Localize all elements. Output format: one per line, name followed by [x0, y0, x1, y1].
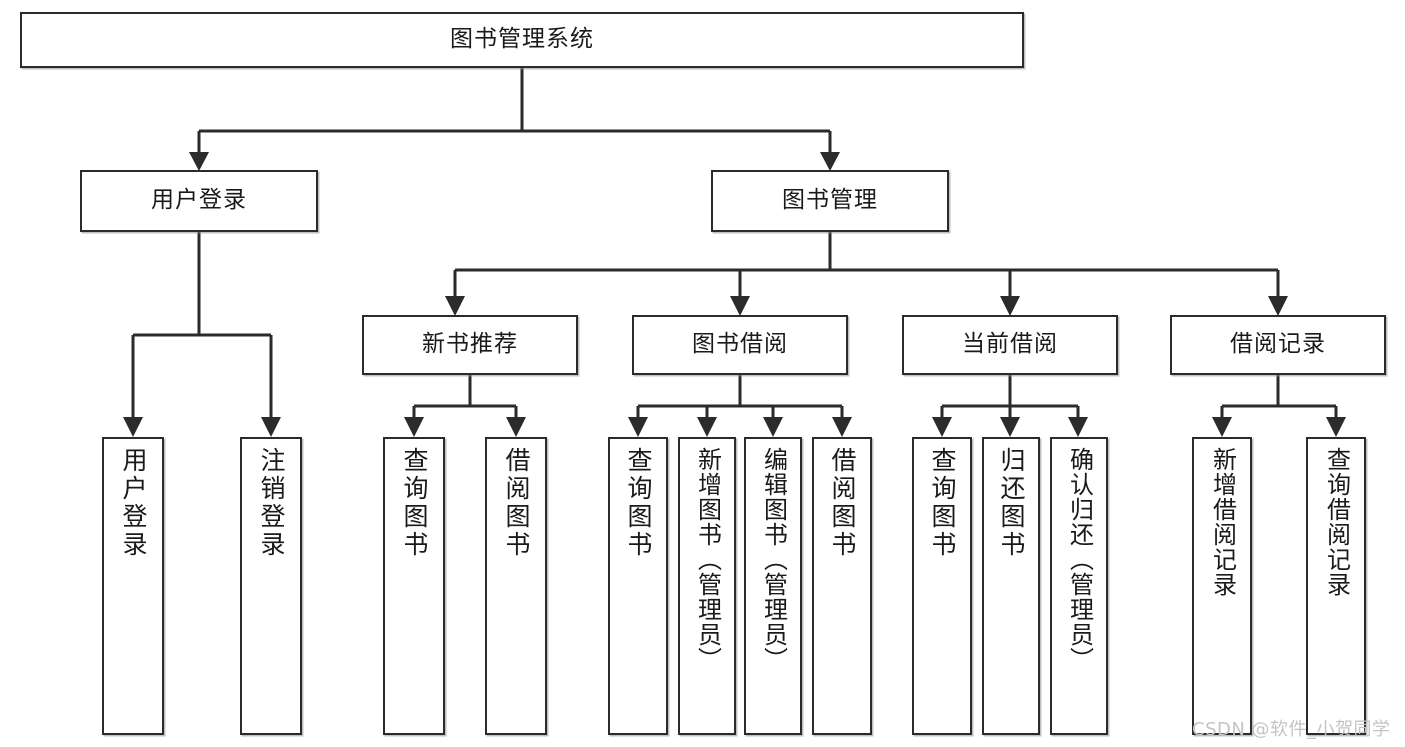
node-label: 归还图书	[997, 447, 1026, 559]
node-label: 当前借阅	[962, 331, 1058, 358]
node-label: 新增图书（管理员）	[693, 447, 722, 672]
node-label: 图书管理	[782, 187, 878, 214]
node-label: 图书管理系统	[450, 26, 594, 53]
leaf-borrow-query-book[interactable]: 查询图书	[608, 437, 668, 735]
node-book-management[interactable]: 图书管理	[711, 170, 949, 232]
leaf-record-query-record[interactable]: 查询借阅记录	[1306, 437, 1366, 735]
node-label: 查询借阅记录	[1322, 447, 1351, 597]
leaf-borrow-edit-book-admin[interactable]: 编辑图书（管理员）	[744, 437, 802, 735]
node-new-book-recommend[interactable]: 新书推荐	[362, 315, 578, 375]
leaf-current-confirm-return-admin[interactable]: 确认归还（管理员）	[1050, 437, 1108, 735]
node-label: 借阅记录	[1230, 331, 1326, 358]
leaf-borrow-add-book-admin[interactable]: 新增图书（管理员）	[678, 437, 736, 735]
node-current-borrow[interactable]: 当前借阅	[902, 315, 1118, 375]
node-label: 用户登录	[119, 447, 148, 559]
node-label: 用户登录	[151, 187, 247, 214]
leaf-recommend-borrow-book[interactable]: 借阅图书	[485, 437, 547, 735]
node-label: 新书推荐	[422, 331, 518, 358]
leaf-user-login[interactable]: 用户登录	[102, 437, 164, 735]
leaf-borrow-borrow-book[interactable]: 借阅图书	[812, 437, 872, 735]
csdn-watermark: CSDN @软件_小贺同学	[1192, 719, 1391, 740]
node-label: 查询图书	[624, 447, 653, 559]
node-label: 查询图书	[400, 447, 429, 559]
node-label: 确认归还（管理员）	[1065, 447, 1094, 672]
node-borrow-record[interactable]: 借阅记录	[1170, 315, 1386, 375]
node-label: 图书借阅	[692, 331, 788, 358]
node-root-system[interactable]: 图书管理系统	[20, 12, 1024, 68]
node-label: 注销登录	[257, 447, 286, 559]
leaf-record-add-record[interactable]: 新增借阅记录	[1192, 437, 1252, 735]
node-user-login[interactable]: 用户登录	[80, 170, 318, 232]
node-book-borrow[interactable]: 图书借阅	[632, 315, 848, 375]
node-label: 借阅图书	[502, 447, 531, 559]
leaf-user-logout[interactable]: 注销登录	[240, 437, 302, 735]
leaf-current-return-book[interactable]: 归还图书	[982, 437, 1040, 735]
leaf-recommend-query-book[interactable]: 查询图书	[383, 437, 445, 735]
node-label: 借阅图书	[828, 447, 857, 559]
node-label: 编辑图书（管理员）	[759, 447, 788, 672]
leaf-current-query-book[interactable]: 查询图书	[912, 437, 972, 735]
node-label: 新增借阅记录	[1208, 447, 1237, 597]
node-label: 查询图书	[928, 447, 957, 559]
